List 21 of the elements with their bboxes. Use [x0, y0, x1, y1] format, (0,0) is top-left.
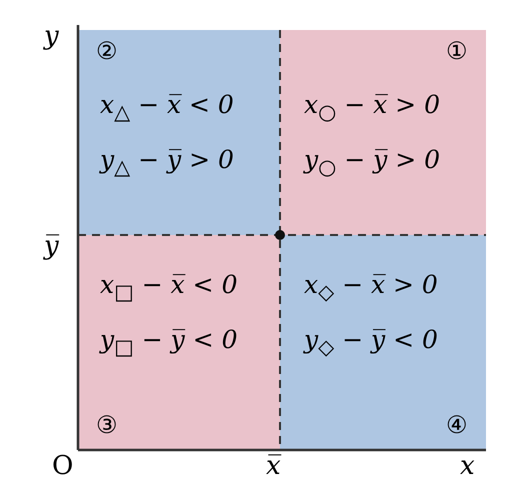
- inequality: x$_{△}$ − x̅ < 0: [100, 90, 234, 126]
- axis-tick-label: x̅: [266, 452, 281, 480]
- region-number: ③: [96, 412, 118, 438]
- region-number: ①: [446, 38, 468, 64]
- origin-label: O: [52, 452, 74, 480]
- axis-label: y: [44, 22, 59, 50]
- inequality: y$_{◇}$ − y̅ < 0: [304, 325, 438, 361]
- quadrant-region: [78, 235, 280, 450]
- inequality: y$_{□}$ − y̅ < 0: [100, 325, 238, 361]
- inequality: x$_{○}$ − x̅ > 0: [304, 90, 440, 126]
- inequality: x$_{□}$ − x̅ < 0: [100, 270, 238, 306]
- quadrant-region: [280, 30, 486, 235]
- inequality: y$_{○}$ − y̅ > 0: [304, 145, 440, 181]
- quadrant-region: [78, 30, 280, 235]
- axis-label: x: [460, 452, 475, 480]
- inequality: x$_{◇}$ − x̅ > 0: [304, 270, 438, 306]
- quadrant-region: [280, 235, 486, 450]
- inequality: y$_{△}$ − y̅ > 0: [100, 145, 234, 181]
- region-number: ②: [96, 38, 118, 64]
- axis-tick-label: y̅: [44, 232, 59, 260]
- region-number: ④: [446, 412, 468, 438]
